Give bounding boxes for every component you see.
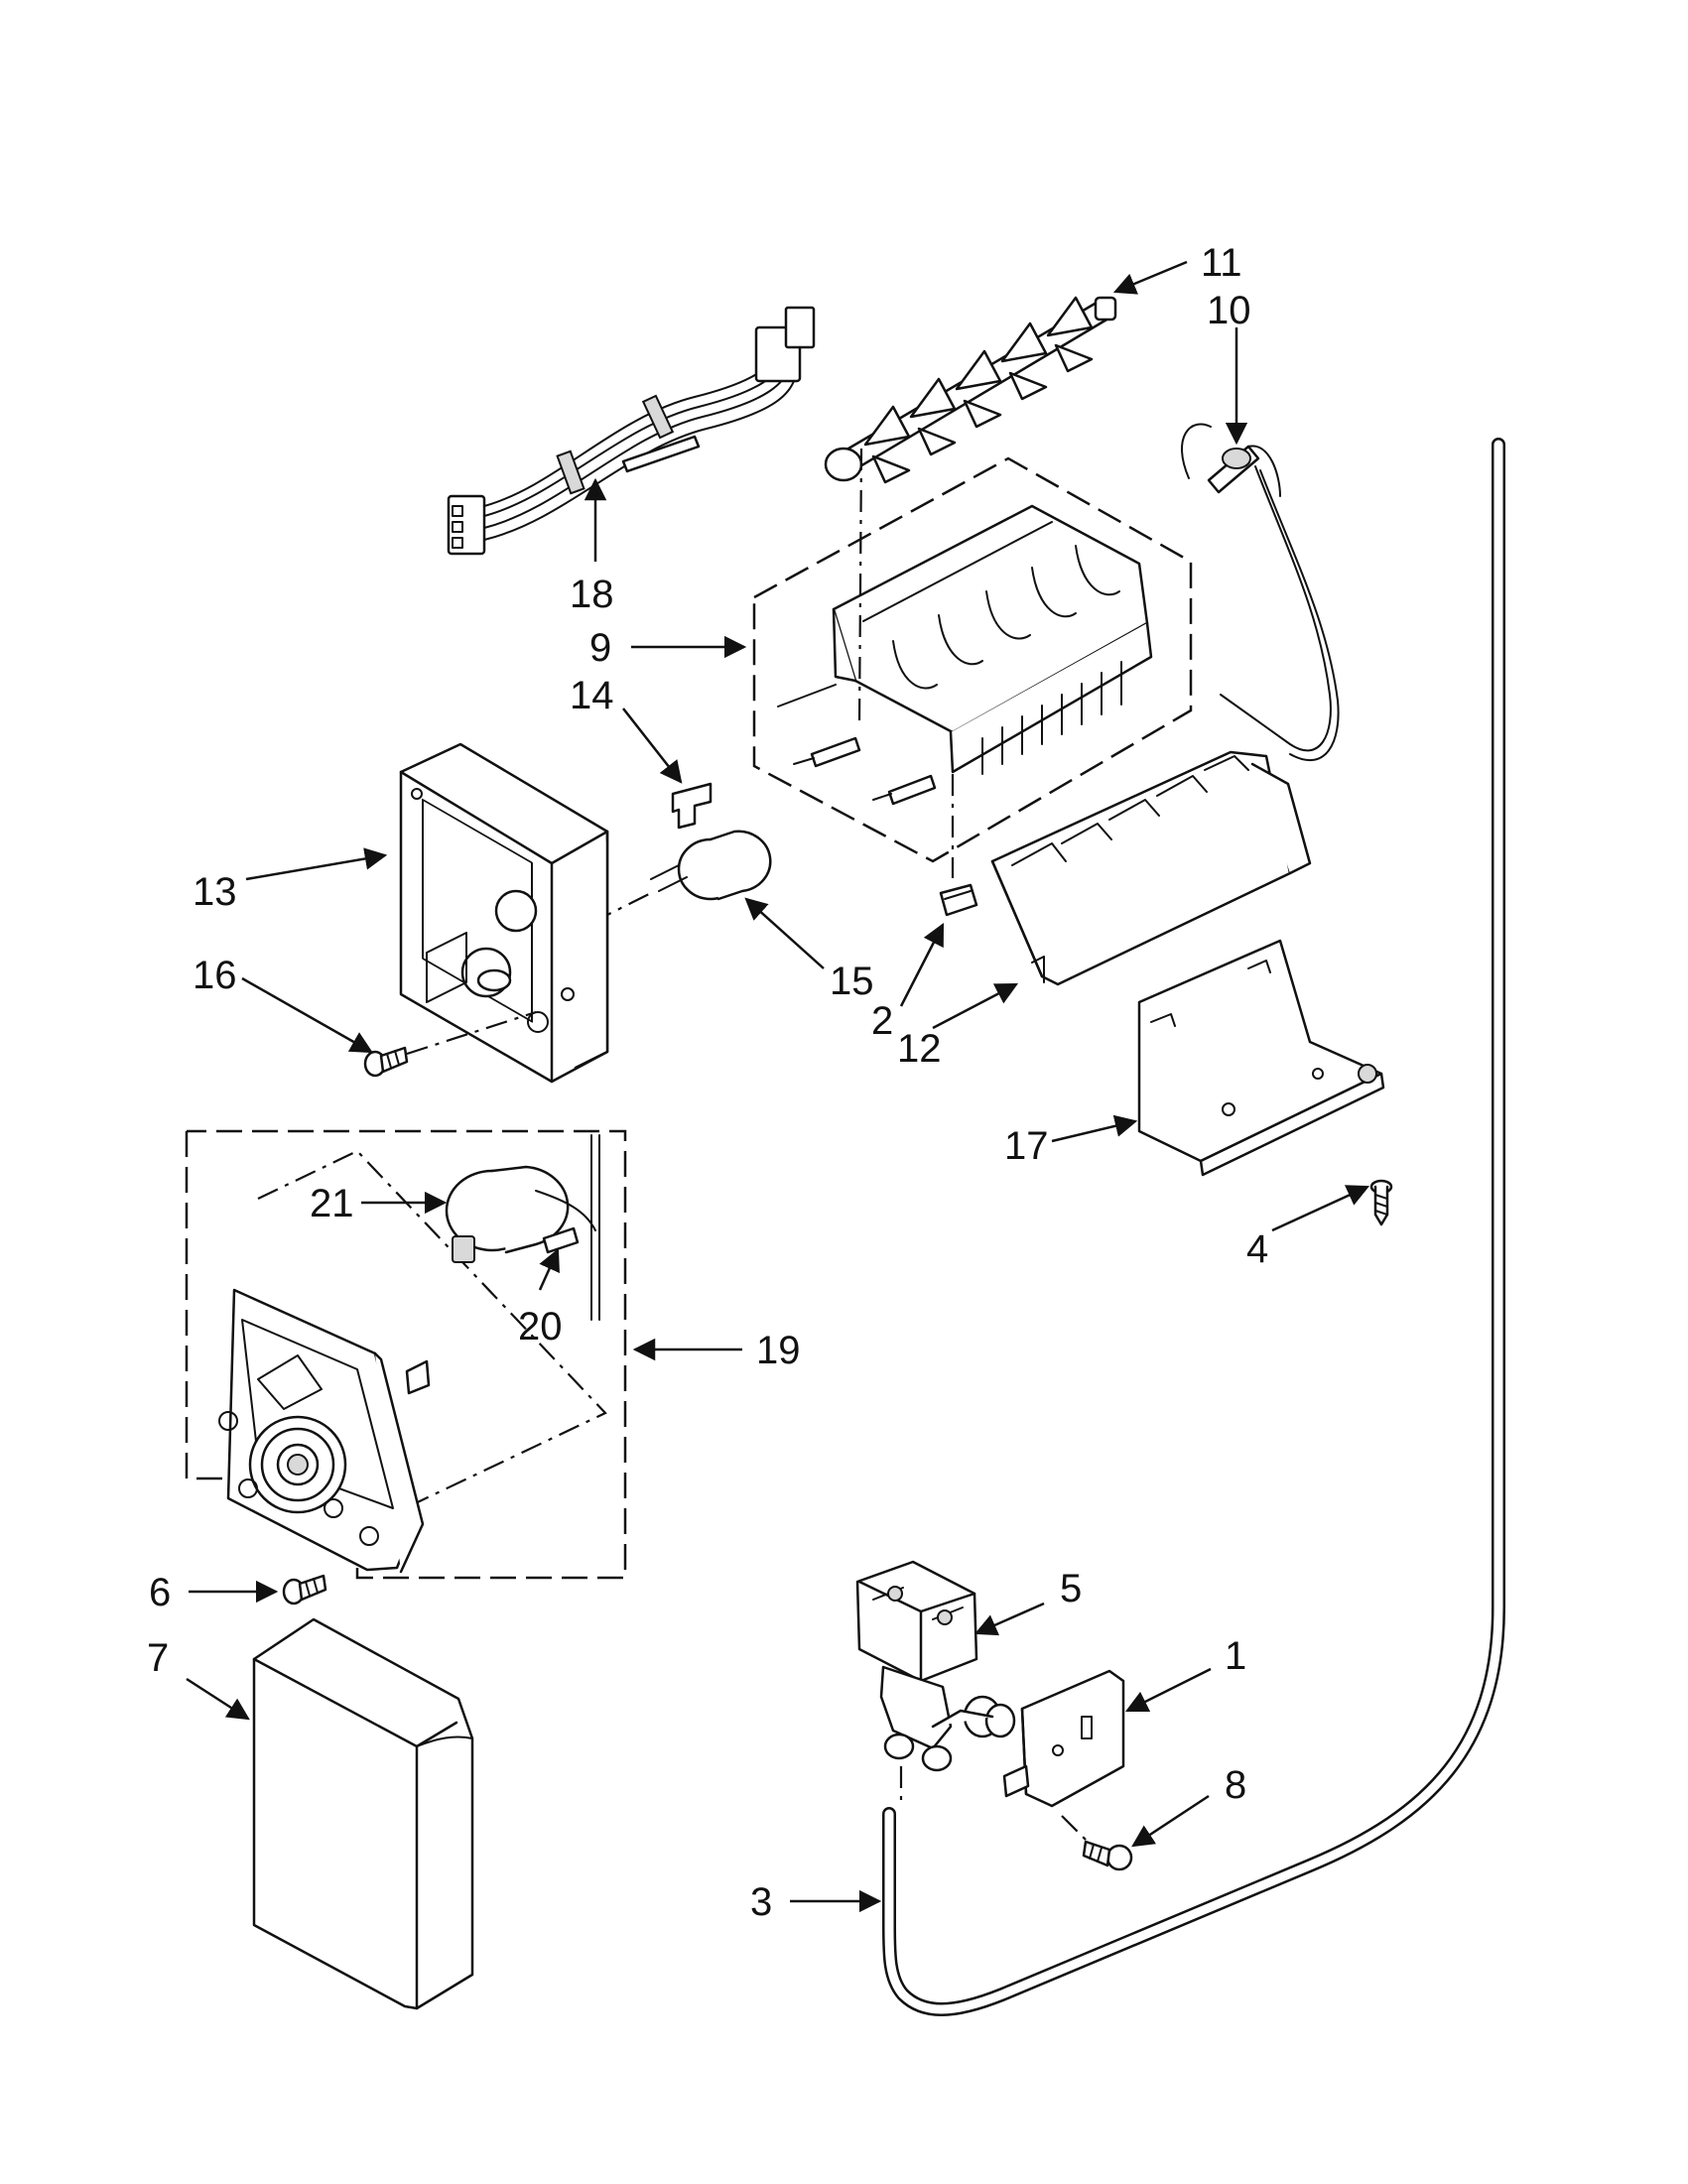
callout-12: 12 xyxy=(897,1027,942,1071)
callout-21: 21 xyxy=(310,1182,354,1225)
callout-2: 2 xyxy=(871,999,893,1043)
callout-20: 20 xyxy=(518,1305,563,1349)
callout-3: 3 xyxy=(750,1880,772,1924)
mounting-bracket-part xyxy=(1002,1669,1125,1847)
callout-18: 18 xyxy=(570,573,614,616)
screw-part-8 xyxy=(1082,1840,1133,1871)
callout-5: 5 xyxy=(1060,1567,1082,1610)
callout-17: 17 xyxy=(1004,1124,1049,1168)
cover-part xyxy=(252,1617,474,2010)
callout-11: 11 xyxy=(1201,241,1242,285)
module-assembly-part xyxy=(185,1129,627,1580)
callout-10: 10 xyxy=(1207,289,1251,332)
housing-part xyxy=(399,742,609,1084)
callout-13: 13 xyxy=(193,870,237,914)
thermostat-part xyxy=(1181,423,1340,762)
screw-part-6 xyxy=(282,1574,327,1606)
screw-part-4 xyxy=(1369,1179,1393,1226)
bracket-part xyxy=(1137,939,1385,1177)
clip-part-2 xyxy=(939,883,978,917)
leader-lines xyxy=(186,260,1370,1913)
callout-16: 16 xyxy=(193,954,237,997)
screw-part-16 xyxy=(363,1010,537,1078)
callout-4: 4 xyxy=(1246,1227,1268,1271)
callout-8: 8 xyxy=(1225,1763,1246,1807)
wire-harness-part xyxy=(447,306,816,556)
callout-19: 19 xyxy=(756,1329,801,1372)
ice-mold-part xyxy=(752,448,1193,878)
callout-15: 15 xyxy=(830,960,874,1003)
callout-6: 6 xyxy=(149,1571,171,1614)
water-valve-part xyxy=(855,1560,1016,1772)
ejector-part xyxy=(824,296,1117,484)
callout-labels: 11 10 18 9 14 13 15 2 12 16 17 4 21 20 1… xyxy=(147,241,1268,1924)
clip-part-14 xyxy=(671,782,713,830)
water-tube-part xyxy=(882,438,1505,2016)
stripper-part xyxy=(990,750,1312,986)
callout-1: 1 xyxy=(1225,1634,1246,1678)
callout-7: 7 xyxy=(147,1636,169,1680)
callout-14: 14 xyxy=(570,674,614,717)
heater-connector-part xyxy=(590,830,772,924)
callout-9: 9 xyxy=(589,626,611,670)
